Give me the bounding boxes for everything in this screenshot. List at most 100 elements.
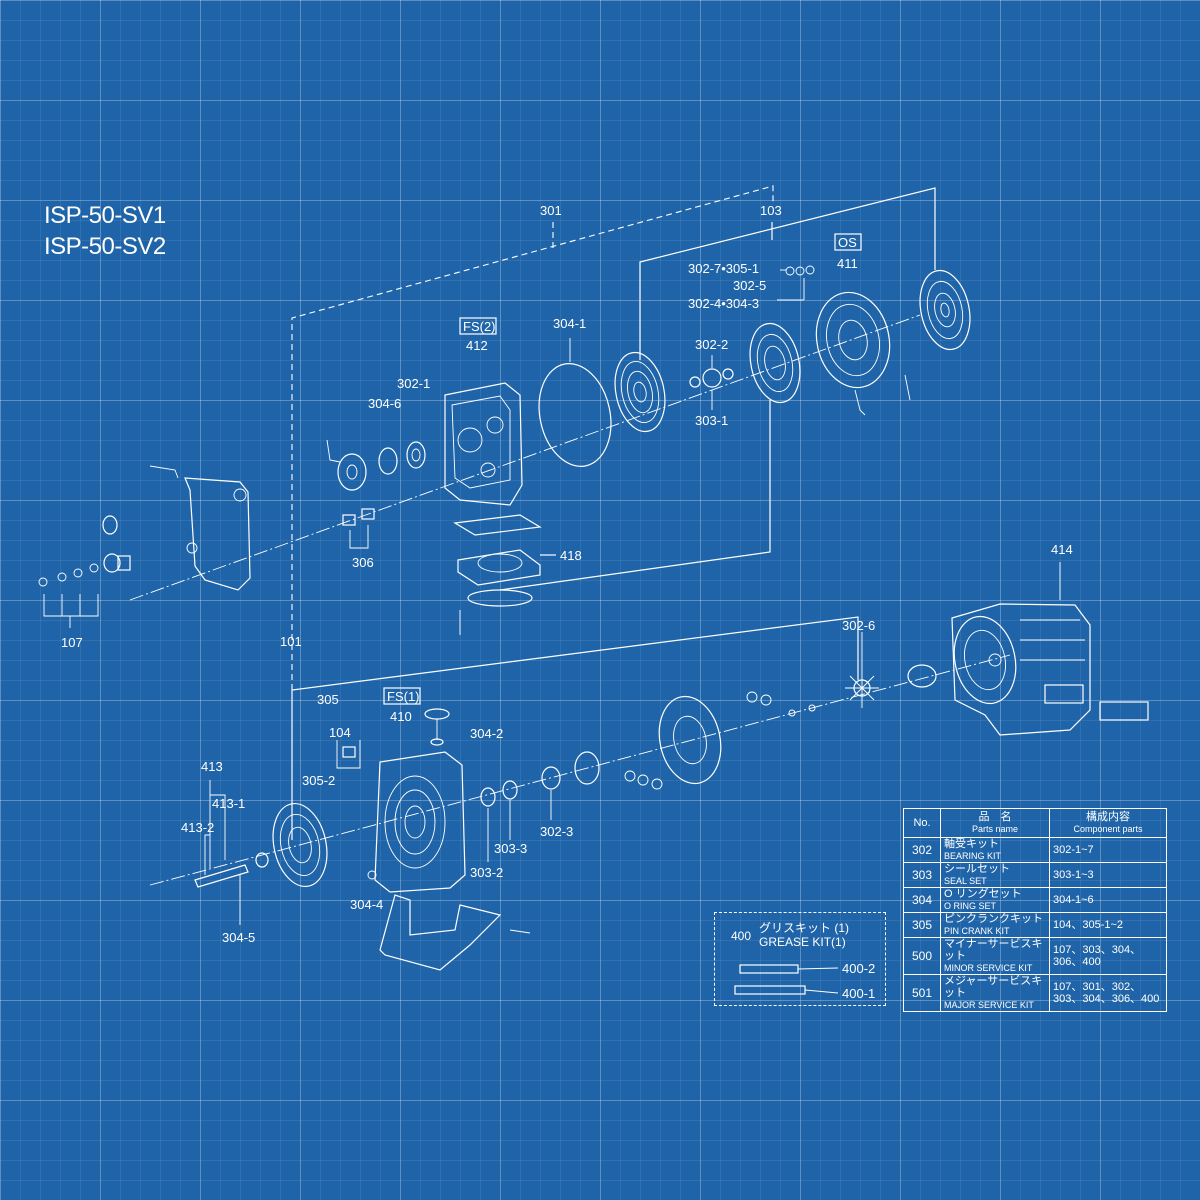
label-104: 104 [329,725,351,740]
part-name-jp: マイナーサービスキット [944,938,1043,962]
label-303-2: 303-2 [470,865,503,880]
part-name-jp: 軸受キット [944,838,999,850]
label-302-4: 302-4•304-3 [688,296,759,311]
label-413-2: 413-2 [181,820,214,835]
label-302-3: 302-3 [540,824,573,839]
coupling-302-6 [845,632,937,708]
part-number: 501 [903,974,941,1012]
grease-gun-icons [734,964,839,995]
label-305-2: 305-2 [302,773,335,788]
label-103: 103 [760,203,782,218]
motor-414 [951,562,1149,736]
part-name-en: MINOR SERVICE KIT [944,963,1033,973]
label-302-2: 302-2 [695,337,728,352]
label-302-1: 302-1 [397,376,430,391]
part-number: 500 [903,937,941,975]
end-cover-plate [149,465,251,591]
box-fs1 [383,687,421,705]
label-fs2: FS(2) [463,319,496,334]
diaphragm-right [749,322,801,404]
label-304-2: 304-2 [470,726,503,741]
label-304-5: 304-5 [222,930,255,945]
header-no: No. [903,808,941,838]
bearing-302-2 [689,355,734,410]
label-303-3: 303-3 [494,841,527,856]
label-413: 413 [201,759,223,774]
diaphragm-left [614,351,666,433]
bracket-stand [379,894,531,971]
diaphragm-lower [272,802,328,888]
label-306: 306 [352,555,374,570]
part-name-en: O RING SET [944,901,997,911]
component-parts: 304-1~6 [1049,887,1167,913]
label-304-4: 304-4 [350,897,383,912]
seals-lower [480,751,600,862]
component-parts: 107、301、302、303、304、306、400 [1049,974,1167,1012]
label-107: 107 [61,635,83,650]
part-name-jp: ピンクランクキット [944,913,1043,925]
part-name-jp: O リングセット [944,888,1022,900]
part-name-jp: シールセット [944,863,1010,875]
component-parts: 107、303、304、306、400 [1049,937,1167,975]
header-comp-en: Component parts [1073,824,1143,834]
label-303-1: 303-1 [695,413,728,428]
header-name-en: Parts name [971,824,1019,834]
label-304-1: 304-1 [553,316,586,331]
model-titles: ISP-50-SV1 ISP-50-SV2 [44,200,166,262]
pump-head-412 [444,382,523,506]
part-name-en: MAJOR SERVICE KIT [944,1000,1034,1010]
small-parts-107 [38,563,99,628]
fittings-306 [342,508,375,549]
callout-labels: 301 103 FS(2) 412 304-1 OS 411 302-7•305… [61,203,1073,1001]
grease-kit-number: 400 [731,929,752,943]
part-name-en: SEAL SET [944,876,987,886]
pump-head-410 [336,708,466,893]
header-name-jp: 品 名 [978,811,1012,823]
part-number: 303 [903,862,941,888]
grease-kit-name-jp: グリスキット (1) [759,921,850,935]
label-400-2: 400-2 [842,961,875,976]
label-305: 305 [317,692,339,707]
component-parts: 302-1~7 [1049,837,1167,863]
crank-wheel [624,691,816,790]
label-400-1: 400-1 [842,986,875,1001]
label-411: 411 [837,256,858,271]
parts-table: No. 品 名 Parts name 構成内容 Component parts … [903,808,1167,1012]
label-413-1: 413-1 [212,796,245,811]
label-418: 418 [560,548,582,563]
label-302-7: 302-7•305-1 [688,261,759,276]
header-comp-jp: 構成内容 [1086,811,1130,823]
lower-center-axis [149,654,1011,886]
part-number: 304 [903,887,941,913]
part-number: 302 [903,837,941,863]
model-title-2: ISP-50-SV2 [44,233,166,260]
box-os [834,233,862,251]
kit-bracket-101 [291,616,859,840]
leader-418 [499,400,771,591]
label-101: 101 [280,634,302,649]
part-name-en: BEARING KIT [944,851,1002,861]
nozzle-fitting [102,515,131,573]
model-title-1: ISP-50-SV1 [44,202,166,229]
kit-bracket-103 [639,187,936,360]
part-name-jp: メジャーサービスキット [944,975,1043,999]
label-412: 412 [466,338,488,353]
grease-kit-box: 400 グリスキット (1) GREASE KIT(1) [714,912,886,1006]
flange-washer [326,439,426,491]
label-302-6: 302-6 [842,618,875,633]
label-410: 410 [390,709,412,724]
label-302-5: 302-5 [733,278,766,293]
valve-assembly-418 [453,514,542,635]
o-ring-304-1 [538,338,612,467]
